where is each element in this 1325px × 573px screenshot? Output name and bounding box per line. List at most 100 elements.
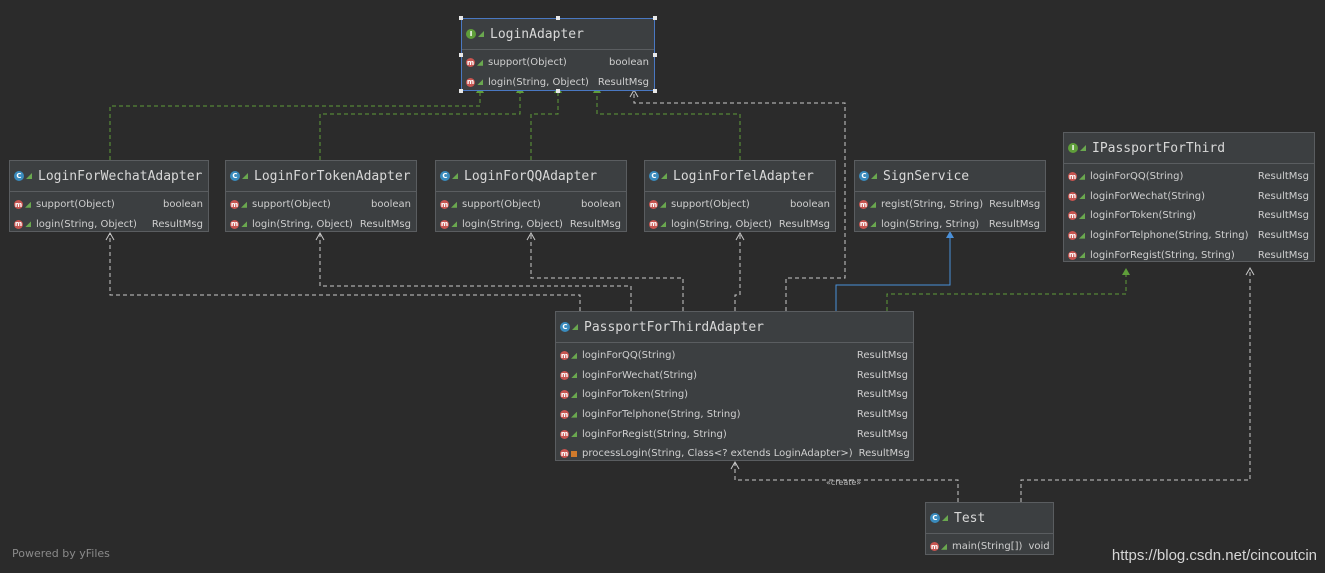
method-icon: m [930,542,939,552]
method-return-type: ResultMsg [359,218,411,230]
public-visibility-icon [660,201,666,208]
method-icon: m [230,200,239,210]
method-return-type: ResultMsg [856,350,908,362]
dep-passport-tel [734,233,741,311]
selection-handle[interactable] [459,52,463,57]
node-title: LoginForQQAdapter [464,168,598,184]
public-visibility-icon [25,221,31,228]
selection-handle[interactable] [556,89,560,93]
public-visibility-icon [572,324,578,330]
method-icon: m [466,77,475,87]
method-signature: support(Object) [36,199,115,211]
method-return-type: ResultMsg [856,369,908,381]
method-icon: m [440,200,449,210]
method-return-type: boolean [581,199,621,211]
method-icon: m [859,200,868,210]
selection-handle[interactable] [653,89,657,93]
interface-icon: I [466,29,476,39]
dep-test-passport [734,462,959,502]
public-visibility-icon [241,201,247,208]
class-icon: C [440,171,450,181]
public-visibility-icon [478,31,484,37]
selection-handle[interactable] [459,89,463,93]
method-return-type: ResultMsg [988,218,1040,230]
selection-handle[interactable] [459,16,463,20]
method-return-type: ResultMsg [569,218,621,230]
method-signature: login(String, Object) [671,218,772,230]
selection-handle[interactable] [556,16,560,20]
edge-qq-implements [530,93,559,160]
selection-handle[interactable] [653,16,657,20]
method-icon: m [649,200,658,210]
method-icon: m [649,219,658,229]
public-visibility-icon [942,515,948,521]
class-icon: C [230,171,240,181]
method-signature: support(Object) [671,199,750,211]
method-signature: main(String[]) [952,541,1023,553]
method-signature: loginForToken(String) [1090,210,1197,222]
method-signature: login(String, String) [881,218,980,230]
public-visibility-icon [571,431,577,438]
method-icon: m [230,219,239,229]
method-signature: loginForRegist(String, String) [582,428,727,440]
method-return-type: ResultMsg [858,448,910,460]
method-icon: m [560,429,569,439]
public-visibility-icon [242,173,248,179]
method-return-type: ResultMsg [1257,249,1309,261]
method-signature: loginForWechat(String) [582,369,697,381]
public-visibility-icon [1079,232,1085,239]
method-return-type: ResultMsg [597,76,649,88]
method-return-type: ResultMsg [1257,210,1309,222]
public-visibility-icon [1079,173,1085,180]
method-icon: m [1068,172,1077,182]
dep-passport-wechat [109,233,581,311]
edge-passport-extends-signservice [835,238,951,311]
edge-tel-implements [596,93,741,160]
method-return-type: ResultMsg [856,389,908,401]
method-return-type: boolean [371,199,411,211]
method-icon: m [560,390,569,400]
selection-handle[interactable] [653,52,657,57]
arrow-ipassport [1122,268,1130,275]
node-title: Test [954,510,986,526]
public-visibility-icon [871,173,877,179]
public-visibility-icon [1079,212,1085,219]
public-visibility-icon [571,372,577,379]
